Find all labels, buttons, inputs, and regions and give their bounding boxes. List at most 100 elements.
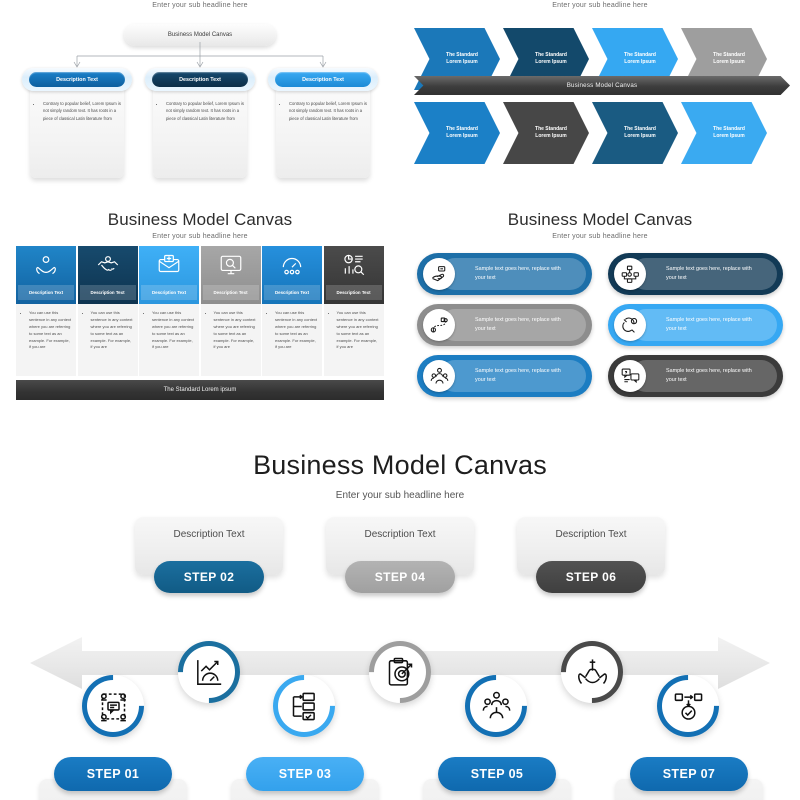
chevron-line2: Lorem Ipsum bbox=[535, 133, 567, 139]
hierarchy-root-node[interactable]: Business Model Canvas bbox=[124, 24, 276, 46]
hierarchy-connectors bbox=[73, 42, 327, 68]
icon-column[interactable]: Description Text You can use this senten… bbox=[139, 246, 199, 376]
magnet-idea-icon bbox=[614, 309, 646, 341]
icon-column-text: You can use this sentence in any context… bbox=[16, 304, 76, 376]
upper-step-card[interactable]: Description Text STEP 02 bbox=[135, 517, 283, 593]
icon-column[interactable]: Description Text You can use this senten… bbox=[200, 246, 261, 376]
icon-column-text: You can use this sentence in any context… bbox=[139, 304, 199, 376]
icon-column-bullet: You can use this sentence in any context… bbox=[275, 310, 318, 351]
icon-column-head: Description Text bbox=[200, 246, 261, 304]
icon-column[interactable]: Description Text You can use this senten… bbox=[323, 246, 384, 376]
hierarchy-chip-label: Description Text bbox=[152, 72, 248, 87]
icon-columns-footer[interactable]: The Standard Lorem ipsum bbox=[16, 380, 384, 400]
team-people-icon bbox=[480, 690, 513, 723]
route-map-icon bbox=[423, 309, 455, 341]
hierarchy-bullet: Contrary to popular belief, Lorem Ipsum … bbox=[42, 100, 124, 122]
people-chat-icon bbox=[97, 690, 130, 723]
pill-grid: Sample text goes here, replace with your… bbox=[417, 253, 783, 406]
pill-item[interactable]: Sample text goes here, replace with your… bbox=[608, 253, 783, 295]
hierarchy-body-card: Contrary to popular belief, Lorem Ipsum … bbox=[276, 80, 370, 178]
people-chat-icon-circle bbox=[82, 675, 144, 737]
chevron-line1: The Standard bbox=[535, 125, 567, 132]
panel5-subtitle: Enter your sub headline here bbox=[335, 490, 465, 501]
hands-care-icon bbox=[33, 252, 59, 278]
network-nodes-icon bbox=[614, 258, 646, 290]
chevron-line2: Lorem Ipsum bbox=[446, 133, 478, 139]
hierarchy-chip[interactable]: Description Text bbox=[268, 68, 378, 91]
icon-column-label: Description Text bbox=[202, 285, 259, 300]
flowchart-check-icon-circle bbox=[273, 675, 335, 737]
panel-chevrons: Business Model Canvas Enter your sub hea… bbox=[400, 0, 800, 187]
upper-step-card[interactable]: Description Text STEP 06 bbox=[517, 517, 665, 593]
chevron-band-label: Business Model Canvas bbox=[566, 82, 638, 89]
icon-column-label: Description Text bbox=[18, 285, 74, 300]
chart-gauge-icon bbox=[193, 656, 226, 689]
chevron-line2: Lorem Ipsum bbox=[624, 59, 656, 65]
pill-item[interactable]: Sample text goes here, replace with your… bbox=[417, 253, 592, 295]
chevron-line1: The Standard bbox=[446, 51, 478, 58]
icon-column-head: Description Text bbox=[323, 246, 384, 304]
pill-row: Sample text goes here, replace with your… bbox=[417, 304, 783, 346]
pill-item[interactable]: Sample text goes here, replace with your… bbox=[608, 355, 783, 397]
step-button[interactable]: STEP 03 bbox=[246, 757, 364, 791]
pill-text-area: Sample text goes here, replace with your… bbox=[630, 258, 777, 290]
upper-step-card[interactable]: Description Text STEP 04 bbox=[326, 517, 474, 593]
pill-text: Sample text goes here, replace with your… bbox=[666, 367, 752, 383]
chart-report-icon bbox=[341, 252, 367, 278]
hands-heart-icon-circle bbox=[561, 641, 623, 703]
panel-icon-columns: Business Model Canvas Enter your sub hea… bbox=[0, 205, 400, 420]
chevron-line1: The Standard bbox=[713, 125, 745, 132]
hierarchy-chip-label: Description Text bbox=[275, 72, 371, 87]
upper-card-description: Description Text bbox=[173, 529, 245, 540]
hierarchy-chip-label: Description Text bbox=[29, 72, 125, 87]
chart-gauge-icon-circle bbox=[178, 641, 240, 703]
hierarchy-chip[interactable]: Description Text bbox=[22, 68, 132, 91]
hand-coin-icon bbox=[423, 258, 455, 290]
monitor-search-icon bbox=[218, 252, 244, 278]
icon-column-head: Description Text bbox=[16, 246, 76, 304]
chevron-line1: The Standard bbox=[535, 51, 567, 58]
icon-column-head: Description Text bbox=[262, 246, 322, 304]
chevron-line2: Lorem Ipsum bbox=[535, 59, 567, 65]
pill-row: Sample text goes here, replace with your… bbox=[417, 253, 783, 295]
chevron-line2: Lorem Ipsum bbox=[713, 59, 745, 65]
upper-card-description: Description Text bbox=[364, 529, 436, 540]
chevron-band[interactable]: Business Model Canvas bbox=[414, 76, 790, 95]
pill-text: Sample text goes here, replace with your… bbox=[666, 265, 752, 281]
pill-text-area: Sample text goes here, replace with your… bbox=[439, 258, 586, 290]
hands-heart-icon bbox=[576, 656, 609, 689]
panel1-subtitle: Enter your sub headline here bbox=[152, 2, 248, 9]
icon-column-bullet: You can use this sentence in any context… bbox=[214, 310, 257, 351]
step-button[interactable]: STEP 07 bbox=[630, 757, 748, 791]
icon-column-head: Description Text bbox=[139, 246, 199, 304]
hierarchy-chip[interactable]: Description Text bbox=[145, 68, 255, 91]
chevron-line2: Lorem Ipsum bbox=[446, 59, 478, 65]
step-button[interactable]: STEP 01 bbox=[54, 757, 172, 791]
icon-column[interactable]: Description Text You can use this senten… bbox=[262, 246, 322, 376]
pill-text: Sample text goes here, replace with your… bbox=[475, 265, 561, 281]
pill-text-area: Sample text goes here, replace with your… bbox=[630, 360, 777, 392]
icon-column-bullet: You can use this sentence in any context… bbox=[91, 310, 134, 351]
pill-text: Sample text goes here, replace with your… bbox=[475, 367, 561, 383]
pill-item[interactable]: Sample text goes here, replace with your… bbox=[417, 304, 592, 346]
icon-column[interactable]: Description Text You can use this senten… bbox=[77, 246, 138, 376]
pill-text-area: Sample text goes here, replace with your… bbox=[439, 360, 586, 392]
step-button[interactable]: STEP 05 bbox=[438, 757, 556, 791]
icon-column[interactable]: Description Text You can use this senten… bbox=[16, 246, 76, 376]
panel-hierarchy: Business Model Canvas Enter your sub hea… bbox=[0, 0, 400, 187]
hierarchy-root-label: Business Model Canvas bbox=[167, 32, 233, 38]
step-button[interactable]: STEP 06 bbox=[536, 561, 646, 593]
team-group-icon bbox=[423, 360, 455, 392]
step-button[interactable]: STEP 04 bbox=[345, 561, 455, 593]
handshake-icon bbox=[95, 252, 121, 278]
pill-item[interactable]: Sample text goes here, replace with your… bbox=[608, 304, 783, 346]
step-button[interactable]: STEP 02 bbox=[154, 561, 264, 593]
pill-item[interactable]: Sample text goes here, replace with your… bbox=[417, 355, 592, 397]
clipboard-target-icon bbox=[384, 656, 417, 689]
